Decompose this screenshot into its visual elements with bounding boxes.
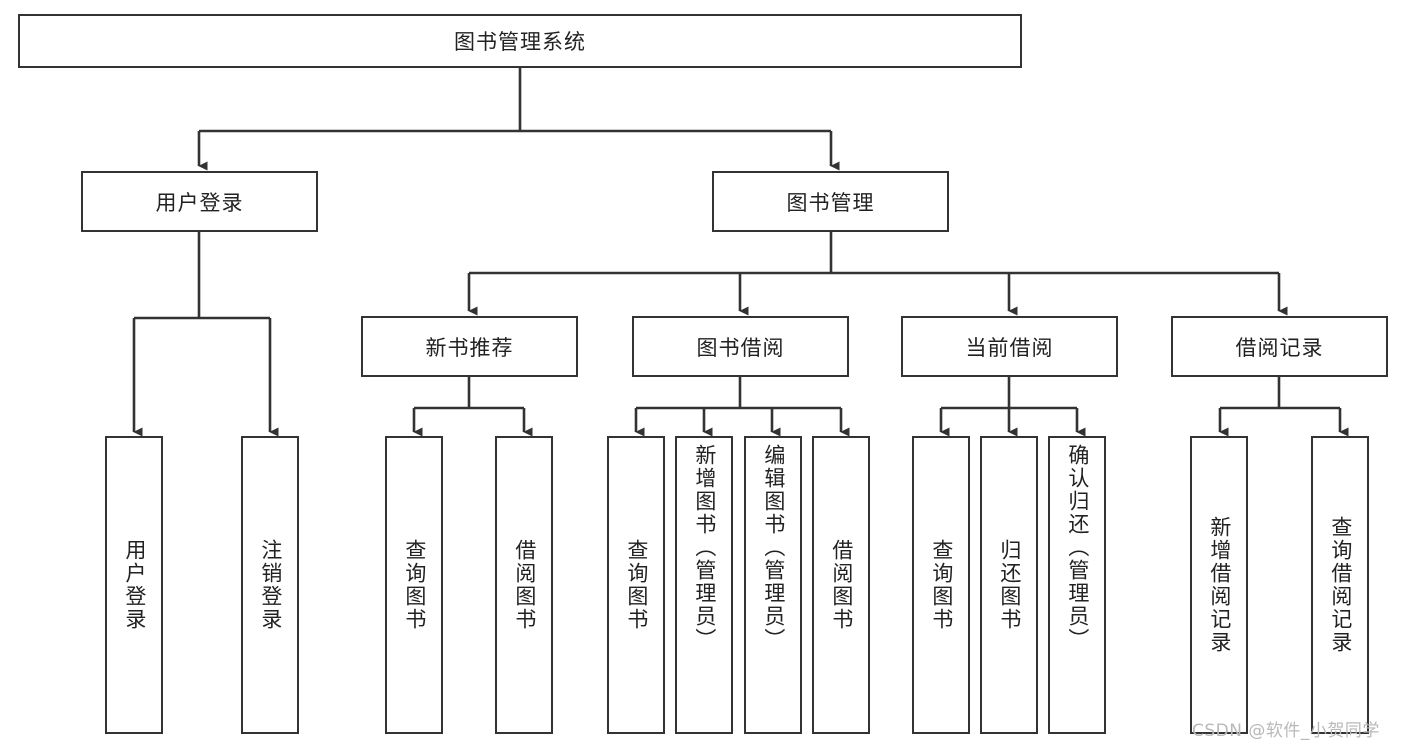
- node-new-book-recommend[interactable]: 新书推荐: [361, 316, 578, 377]
- leaf-return-book-label: 归还图书: [997, 539, 1022, 631]
- node-root-label: 图书管理系统: [454, 30, 586, 54]
- node-borrow-record-label: 借阅记录: [1235, 335, 1324, 360]
- node-current-borrow[interactable]: 当前借阅: [901, 316, 1118, 377]
- leaf-query-book-3-label: 查询图书: [929, 539, 954, 631]
- leaf-add-record-label: 新增借阅记录: [1207, 516, 1232, 654]
- node-book-borrow-label: 图书借阅: [696, 335, 785, 360]
- leaf-confirm-return-label: 确认归还（管理员）: [1065, 444, 1090, 651]
- leaf-add-record[interactable]: 新增借阅记录: [1190, 436, 1248, 734]
- leaf-user-logout[interactable]: 注销登录: [241, 436, 299, 734]
- leaf-user-login[interactable]: 用户登录: [105, 436, 163, 734]
- node-borrow-record[interactable]: 借阅记录: [1171, 316, 1388, 377]
- leaf-confirm-return[interactable]: 确认归还（管理员）: [1048, 436, 1106, 734]
- leaf-user-logout-label: 注销登录: [258, 539, 283, 631]
- node-book-borrow[interactable]: 图书借阅: [632, 316, 849, 377]
- leaf-borrow-book-1[interactable]: 借阅图书: [495, 436, 553, 734]
- leaf-edit-book-label: 编辑图书（管理员）: [761, 444, 786, 651]
- leaf-query-record-label: 查询借阅记录: [1328, 516, 1353, 654]
- node-root[interactable]: 图书管理系统: [18, 14, 1022, 68]
- leaf-borrow-book-2[interactable]: 借阅图书: [812, 436, 870, 734]
- leaf-query-book-3[interactable]: 查询图书: [912, 436, 970, 734]
- leaf-query-book-1[interactable]: 查询图书: [385, 436, 443, 734]
- leaf-query-book-1-label: 查询图书: [402, 539, 427, 631]
- leaf-borrow-book-2-label: 借阅图书: [829, 539, 854, 631]
- leaf-edit-book[interactable]: 编辑图书（管理员）: [744, 436, 802, 734]
- leaf-add-book[interactable]: 新增图书（管理员）: [675, 436, 733, 734]
- node-user-login[interactable]: 用户登录: [81, 171, 318, 232]
- leaf-add-book-label: 新增图书（管理员）: [692, 444, 717, 651]
- leaf-query-book-2-label: 查询图书: [624, 539, 649, 631]
- node-book-management-label: 图书管理: [786, 190, 875, 215]
- leaf-user-login-label: 用户登录: [122, 539, 147, 631]
- node-book-management[interactable]: 图书管理: [712, 171, 949, 232]
- node-user-login-label: 用户登录: [155, 190, 244, 215]
- node-current-borrow-label: 当前借阅: [965, 335, 1054, 360]
- leaf-return-book[interactable]: 归还图书: [980, 436, 1038, 734]
- leaf-query-record[interactable]: 查询借阅记录: [1311, 436, 1369, 734]
- node-new-book-recommend-label: 新书推荐: [425, 335, 514, 360]
- leaf-query-book-2[interactable]: 查询图书: [607, 436, 665, 734]
- csdn-watermark: CSDN @软件_小贺同学: [1192, 721, 1380, 741]
- leaf-borrow-book-1-label: 借阅图书: [512, 539, 537, 631]
